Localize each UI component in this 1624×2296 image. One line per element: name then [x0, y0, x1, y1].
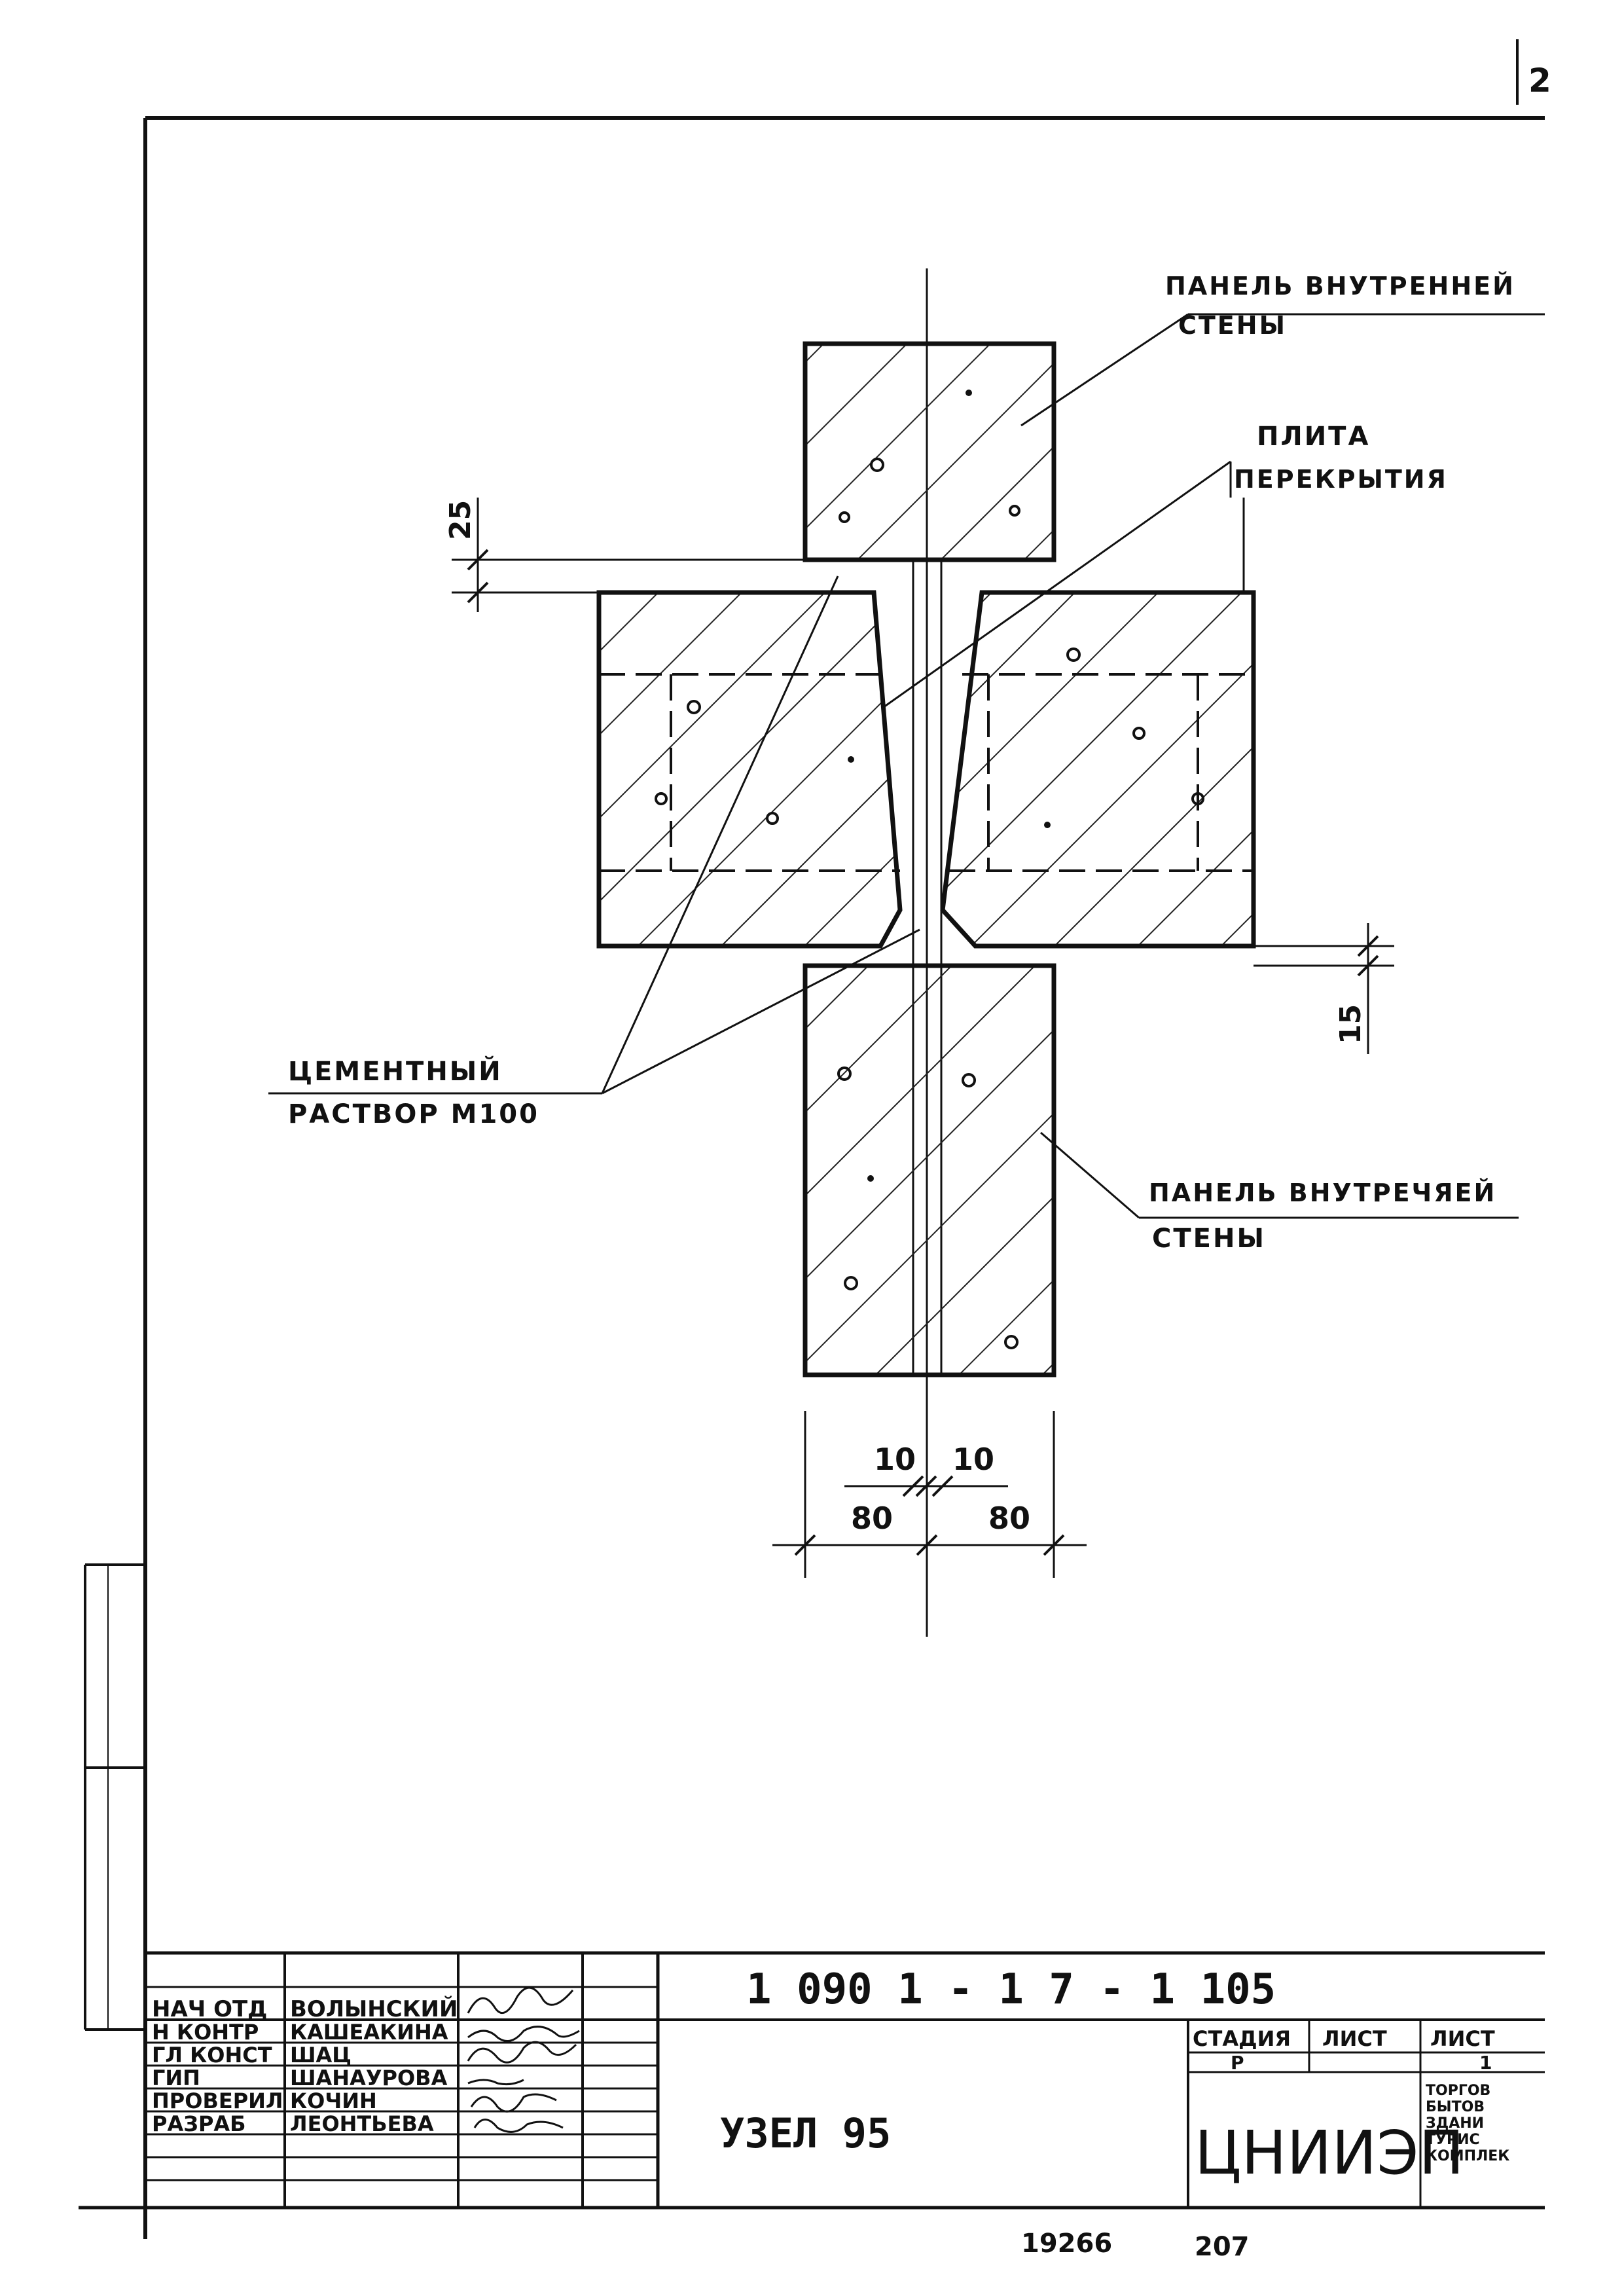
role-3: ГЛ КОНСТ	[152, 2043, 272, 2068]
sheet-frame	[143, 39, 1545, 2239]
dim-joint-right: 10	[952, 1442, 994, 1477]
org-note-5: КОМПЛЕК	[1426, 2148, 1509, 2164]
doc-code: 1 090 1 - 1 7 - 1 105	[746, 1965, 1276, 2014]
dim-half-right: 80	[988, 1501, 1030, 1536]
role-2: Н КОНТР	[152, 2020, 259, 2045]
name-6: ЛЕОНТЬЕВА	[290, 2111, 434, 2136]
sheet-header: ЛИСТ	[1322, 2026, 1387, 2051]
role-6: РАЗРАБ	[152, 2111, 246, 2136]
sheets-header: ЛИСТ	[1430, 2026, 1495, 2051]
signatures	[467, 1986, 580, 2133]
name-2: КАШЕАКИНА	[290, 2020, 448, 2045]
org-name: ЦНИИЭП	[1195, 2118, 1464, 2188]
margin-stamp	[84, 1563, 145, 2031]
label-top-panel-line1: ПАНЕЛЬ ВНУТРЕННЕЙ	[1165, 272, 1515, 301]
bottom-wall-panel	[803, 963, 1056, 1377]
dimension-lines	[452, 498, 1394, 1578]
title-block	[79, 1951, 1545, 2210]
dim-gap-top: 25	[444, 500, 477, 540]
role-5: ПРОВЕРИЛ	[152, 2088, 283, 2113]
sheet-corner-number: 2	[1528, 62, 1551, 100]
label-mortar-line1: ЦЕМЕНТНЫЙ	[288, 1055, 503, 1087]
label-mortar-line2: РАСТВОР М100	[288, 1099, 539, 1129]
name-1: ВОЛЫНСКИЙ	[290, 1995, 458, 2022]
label-bottom-panel-line2: СТЕНЫ	[1152, 1224, 1266, 1254]
dim-joint-left: 10	[874, 1442, 916, 1477]
org-note-3: ЗДАНИ	[1426, 2115, 1484, 2132]
label-slab-line2: ПЕРЕКРЫТИЯ	[1234, 465, 1448, 494]
inventory-number: 19266	[1021, 2229, 1112, 2259]
org-note-1: ТОРГОВ	[1426, 2083, 1490, 2099]
floor-slab-right	[940, 590, 1256, 949]
role-1: НАЧ ОТД	[152, 1996, 267, 2022]
name-4: ШАНАУРОВА	[290, 2066, 448, 2090]
name-5: КОЧИН	[290, 2088, 377, 2113]
sheets-value: 1	[1479, 2052, 1492, 2073]
drawing-title: УЗЕЛ 95	[720, 2109, 891, 2157]
leader-lines	[268, 313, 1545, 1219]
stage-header: СТАДИЯ	[1193, 2026, 1291, 2051]
dim-gap-bottom: 15	[1334, 1004, 1367, 1044]
top-wall-panel	[803, 341, 1056, 562]
name-3: ШАЦ	[290, 2043, 352, 2068]
stage-value: Р	[1231, 2052, 1244, 2073]
label-slab-line1: ПЛИТА	[1257, 422, 1370, 452]
org-note-2: БЫТОВ	[1426, 2099, 1485, 2115]
org-note-4: ТУРИС	[1426, 2132, 1480, 2148]
label-bottom-panel-line1: ПАНЕЛЬ ВНУТРЕЧЯЕЙ	[1149, 1178, 1496, 1207]
dim-half-left: 80	[851, 1501, 893, 1536]
page-number: 207	[1195, 2232, 1250, 2262]
role-4: ГИП	[152, 2066, 200, 2090]
label-top-panel-line2: СТЕНЫ	[1178, 311, 1287, 340]
